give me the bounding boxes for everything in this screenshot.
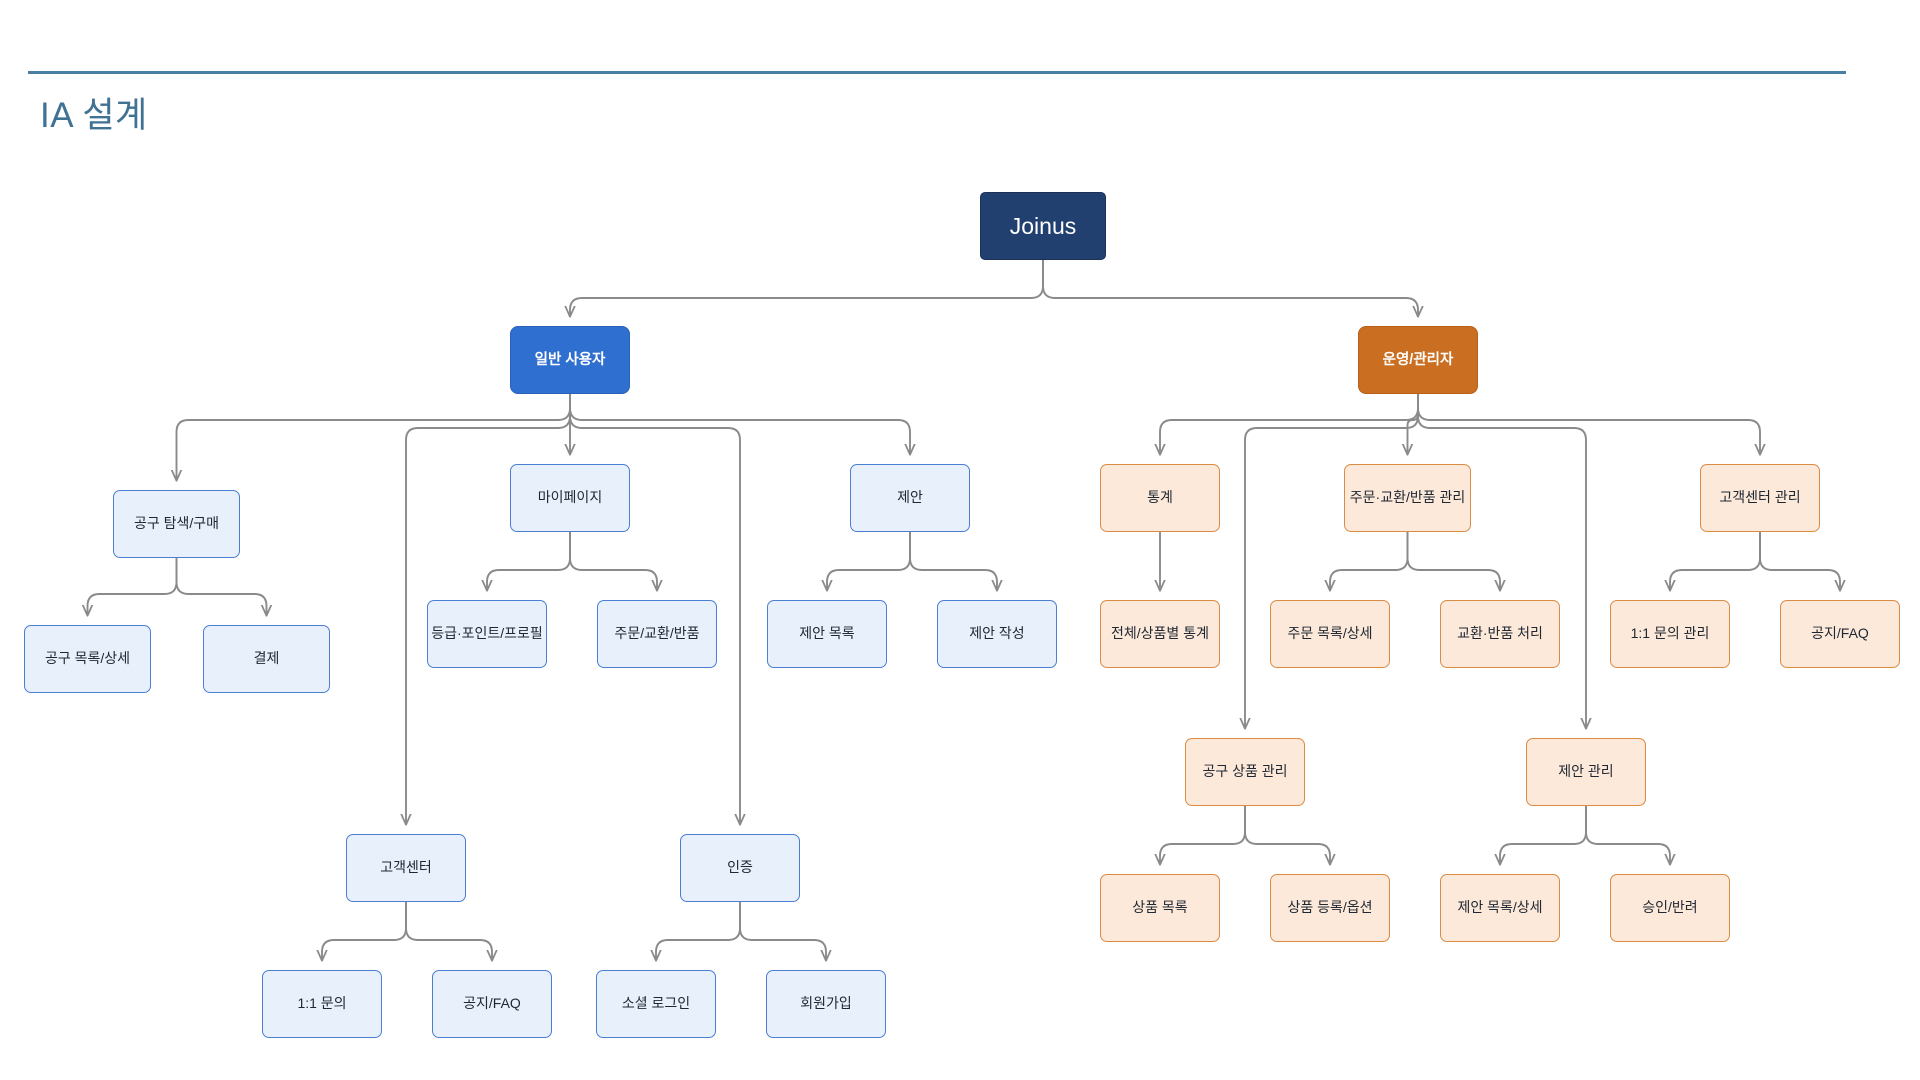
node-u-pay[interactable]: 결제 bbox=[203, 625, 330, 693]
edge-u-browse-to-u-pay bbox=[175, 557, 267, 615]
node-a-faq[interactable]: 공지/FAQ bbox=[1780, 600, 1900, 668]
node-label: 마이페이지 bbox=[537, 489, 603, 506]
node-label: 교환·반품 처리 bbox=[1457, 625, 1543, 642]
node-a-stat-all[interactable]: 전체/상품별 통계 bbox=[1100, 600, 1220, 668]
node-u-sgl[interactable]: 제안 목록 bbox=[767, 600, 887, 668]
edge-root-to-user bbox=[570, 259, 1044, 316]
edge-user-to-u-suggest bbox=[569, 393, 910, 454]
node-a-order-list[interactable]: 주문 목록/상세 bbox=[1270, 600, 1390, 668]
node-u-social[interactable]: 소셜 로그인 bbox=[596, 970, 716, 1038]
node-a-suggest-mgmt[interactable]: 제안 관리 bbox=[1526, 738, 1646, 806]
node-label: 운영/관리자 bbox=[1382, 351, 1454, 368]
node-a-qna-mgmt[interactable]: 1:1 문의 관리 bbox=[1610, 600, 1730, 668]
node-label: 제안 목록 bbox=[799, 625, 855, 642]
node-u-signup[interactable]: 회원가입 bbox=[766, 970, 886, 1038]
edge-u-suggest-to-u-sgw bbox=[909, 531, 997, 590]
edge-u-cs-to-u-qna bbox=[322, 901, 407, 960]
node-u-sgw[interactable]: 제안 작성 bbox=[937, 600, 1057, 668]
edge-u-mypage-to-u-grade bbox=[487, 531, 571, 590]
node-label: 공지/FAQ bbox=[1811, 625, 1869, 642]
node-label: 상품 등록/옵션 bbox=[1287, 899, 1373, 916]
edge-u-auth-to-u-signup bbox=[739, 901, 826, 960]
edge-u-mypage-to-u-order bbox=[569, 531, 657, 590]
node-admin[interactable]: 운영/관리자 bbox=[1358, 326, 1478, 394]
node-a-prod-list[interactable]: 상품 목록 bbox=[1100, 874, 1220, 942]
node-a-prod-reg[interactable]: 상품 등록/옵션 bbox=[1270, 874, 1390, 942]
node-label: 제안 작성 bbox=[969, 625, 1025, 642]
node-label: 고객센터 bbox=[380, 859, 432, 876]
node-a-sg-list[interactable]: 제안 목록/상세 bbox=[1440, 874, 1560, 942]
node-label: 회원가입 bbox=[800, 995, 852, 1012]
node-u-auth[interactable]: 인증 bbox=[680, 834, 800, 902]
node-label: 전체/상품별 통계 bbox=[1111, 625, 1209, 642]
edge-admin-to-a-product-mgmt bbox=[1245, 393, 1419, 728]
node-label: Joinus bbox=[1009, 212, 1077, 239]
node-label: 승인/반려 bbox=[1642, 899, 1698, 916]
node-label: 통계 bbox=[1147, 489, 1173, 506]
node-u-mypage[interactable]: 마이페이지 bbox=[510, 464, 630, 532]
node-u-list[interactable]: 공구 목록/상세 bbox=[24, 625, 151, 693]
node-user[interactable]: 일반 사용자 bbox=[510, 326, 630, 394]
node-label: 1:1 문의 관리 bbox=[1630, 625, 1710, 642]
node-label: 제안 목록/상세 bbox=[1457, 899, 1543, 916]
edge-a-order-mgmt-to-a-exchange bbox=[1406, 531, 1501, 590]
node-u-faq[interactable]: 공지/FAQ bbox=[432, 970, 552, 1038]
node-root[interactable]: Joinus bbox=[980, 192, 1106, 260]
edge-admin-to-a-suggest-mgmt bbox=[1417, 393, 1586, 728]
edge-u-cs-to-u-faq bbox=[405, 901, 492, 960]
edge-u-auth-to-u-social bbox=[656, 901, 741, 960]
node-a-stats[interactable]: 통계 bbox=[1100, 464, 1220, 532]
node-label: 제안 관리 bbox=[1558, 763, 1614, 780]
node-label: 결제 bbox=[253, 650, 280, 667]
node-label: 상품 목록 bbox=[1132, 899, 1188, 916]
node-label: 공구 목록/상세 bbox=[44, 650, 131, 667]
node-label: 인증 bbox=[727, 859, 753, 876]
node-a-sg-approve[interactable]: 승인/반려 bbox=[1610, 874, 1730, 942]
node-label: 제안 bbox=[897, 489, 923, 506]
node-u-cs[interactable]: 고객센터 bbox=[346, 834, 466, 902]
node-a-cs-mgmt[interactable]: 고객센터 관리 bbox=[1700, 464, 1820, 532]
node-label: 등급·포인트/프로필 bbox=[431, 625, 543, 642]
node-label: 주문 목록/상세 bbox=[1287, 625, 1373, 642]
node-label: 공지/FAQ bbox=[463, 995, 521, 1012]
node-label: 소셜 로그인 bbox=[621, 995, 691, 1012]
edge-a-product-mgmt-to-a-prod-list bbox=[1160, 805, 1246, 864]
node-u-qna[interactable]: 1:1 문의 bbox=[262, 970, 382, 1038]
node-label: 주문/교환/반품 bbox=[614, 625, 700, 642]
node-u-suggest[interactable]: 제안 bbox=[850, 464, 970, 532]
node-u-browse[interactable]: 공구 탐색/구매 bbox=[113, 490, 240, 558]
node-a-order-mgmt[interactable]: 주문·교환/반품 관리 bbox=[1344, 464, 1471, 532]
edge-admin-to-a-order-mgmt bbox=[1408, 393, 1419, 454]
edge-a-suggest-mgmt-to-a-sg-list bbox=[1500, 805, 1587, 864]
node-label: 주문·교환/반품 관리 bbox=[1349, 489, 1466, 506]
edge-a-order-mgmt-to-a-order-list bbox=[1330, 531, 1409, 590]
node-label: 일반 사용자 bbox=[534, 351, 606, 368]
edge-u-browse-to-u-list bbox=[88, 557, 178, 615]
edge-admin-to-a-cs-mgmt bbox=[1417, 393, 1760, 454]
node-u-order[interactable]: 주문/교환/반품 bbox=[597, 600, 717, 668]
header-divider bbox=[28, 71, 1846, 74]
page-title: IA 설계 bbox=[40, 96, 148, 135]
node-a-product-mgmt[interactable]: 공구 상품 관리 bbox=[1185, 738, 1305, 806]
node-label: 공구 상품 관리 bbox=[1202, 763, 1288, 780]
node-a-exchange[interactable]: 교환·반품 처리 bbox=[1440, 600, 1560, 668]
edge-a-cs-mgmt-to-a-qna-mgmt bbox=[1670, 531, 1761, 590]
edge-a-cs-mgmt-to-a-faq bbox=[1759, 531, 1840, 590]
node-u-grade[interactable]: 등급·포인트/프로필 bbox=[427, 600, 547, 668]
edge-a-suggest-mgmt-to-a-sg-approve bbox=[1585, 805, 1670, 864]
edge-u-suggest-to-u-sgl bbox=[827, 531, 911, 590]
node-label: 공구 탐색/구매 bbox=[133, 515, 220, 532]
node-label: 고객센터 관리 bbox=[1719, 489, 1801, 506]
edge-a-product-mgmt-to-a-prod-reg bbox=[1244, 805, 1330, 864]
edge-admin-to-a-stats bbox=[1160, 393, 1419, 454]
node-label: 1:1 문의 bbox=[297, 995, 347, 1012]
edge-root-to-admin bbox=[1042, 259, 1418, 316]
